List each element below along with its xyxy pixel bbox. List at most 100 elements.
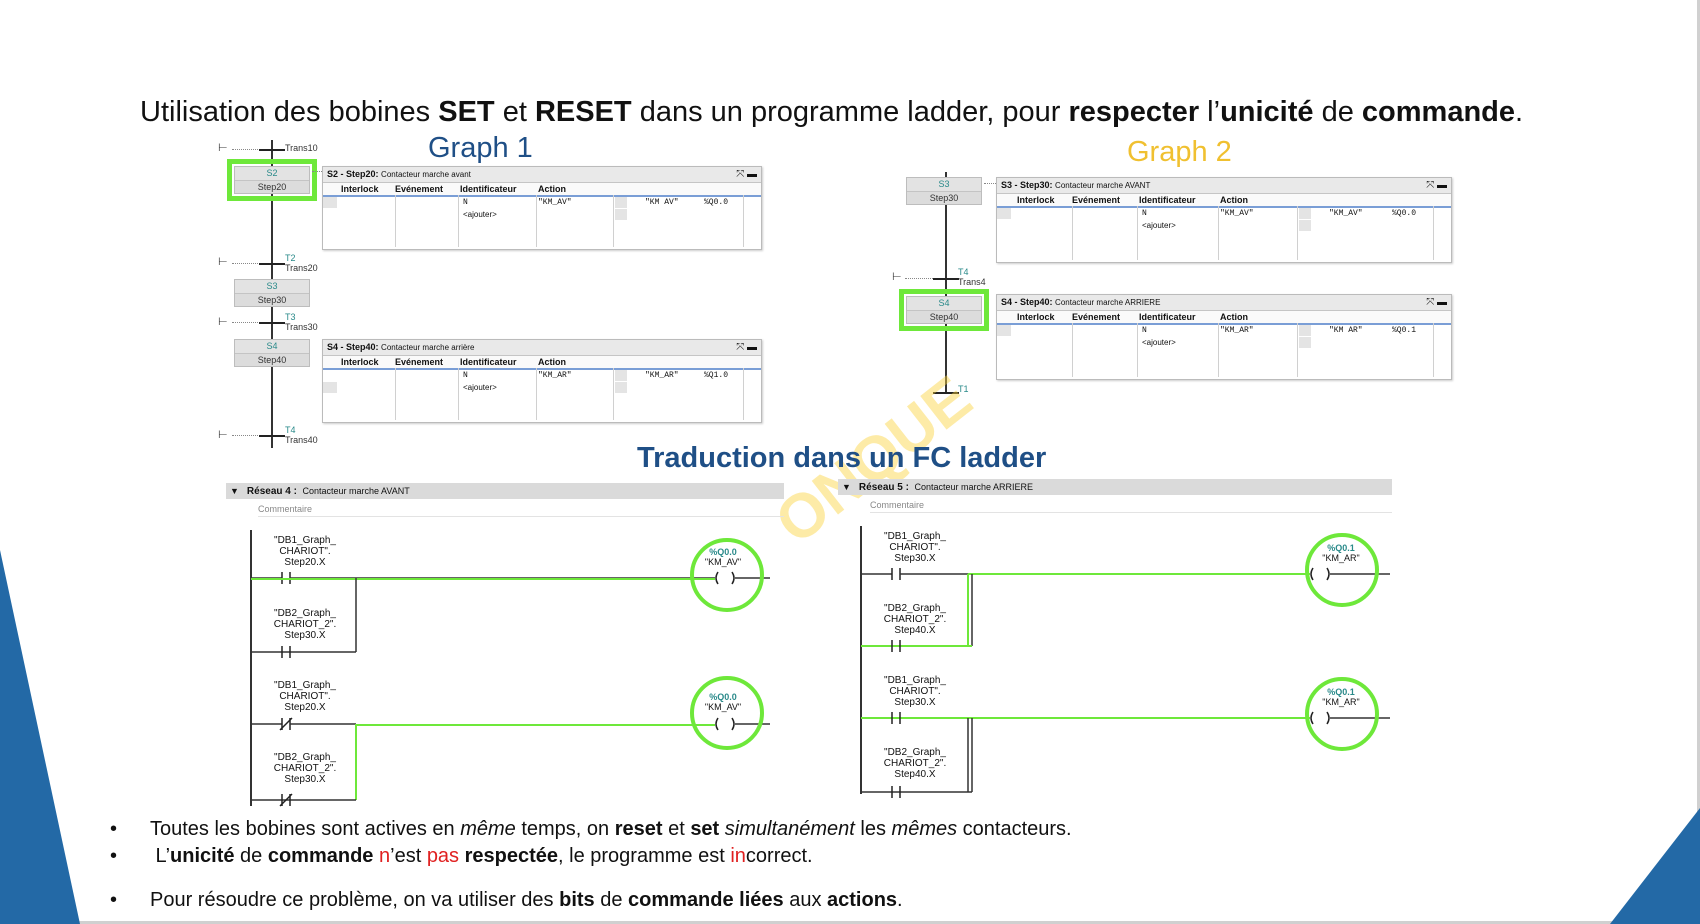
bullet-text: in <box>730 845 746 867</box>
step-name: Step40 <box>257 355 287 365</box>
jump-arrow-icon: ⊢ <box>218 316 228 328</box>
transition-label: T1 <box>958 384 969 394</box>
contact-label: "DB2_Graph_ CHARIOT_2". Step40.X <box>883 603 947 636</box>
action-var: "KM_AR" <box>538 371 572 380</box>
transition-id: T2 <box>285 253 296 263</box>
transition-name: Trans4 <box>958 277 986 287</box>
col-event: Evénement <box>1072 312 1121 322</box>
add-action[interactable]: <ajouter> <box>463 383 497 392</box>
heading-text: Utilisation des bobines <box>140 96 439 128</box>
panel-step: S4 - Step40: <box>327 342 379 352</box>
slide-heading: Utilisation des bobines SET et RESET dan… <box>140 96 1523 129</box>
step-s4[interactable]: S4 Step40 <box>899 289 989 331</box>
contact-label: "DB2_Graph_ CHARIOT_2". Step40.X <box>883 747 947 780</box>
bullet-text: aux <box>783 889 828 911</box>
transition-bar <box>933 278 959 280</box>
add-action[interactable]: <ajouter> <box>1142 221 1176 230</box>
step-s3[interactable]: S3 Step30 <box>234 279 310 307</box>
collapse-triangle-icon[interactable]: ▼ <box>230 486 239 496</box>
network-comment[interactable]: Commentaire <box>870 498 1392 513</box>
transition-bar <box>259 149 285 151</box>
action-row[interactable]: N"KM_AV""KM_AV"%Q0.0 <box>997 208 1451 220</box>
contact-label: "DB1_Graph_ CHARIOT". Step30.X <box>884 675 946 708</box>
panel-desc: Contacteur marche avant <box>381 170 471 179</box>
heading-set: SET <box>438 96 495 128</box>
panel-connector <box>312 171 322 172</box>
col-event: Evénement <box>1072 195 1121 205</box>
add-row[interactable]: <ajouter> <box>997 337 1451 349</box>
jump-arrow-icon: ⊢ <box>218 429 228 441</box>
heading-text: l’ <box>1199 96 1221 128</box>
highlight-circle <box>690 538 764 612</box>
contact-label: "DB1_Graph_ CHARIOT". Step20.X <box>274 680 336 713</box>
step-id: S3 <box>907 178 981 192</box>
add-action[interactable]: <ajouter> <box>463 210 497 219</box>
panel-window-controls[interactable]: ⤧ ▬ <box>736 169 757 180</box>
add-action[interactable]: <ajouter> <box>1142 338 1176 347</box>
bullet-text: pas <box>426 845 460 867</box>
transition-bar <box>933 392 959 394</box>
bullet-text: mêmes <box>891 818 958 840</box>
bullet-text: actions <box>827 889 898 911</box>
action-row[interactable]: N"KM_AR""KM AR"%Q0.1 <box>997 325 1451 337</box>
col-interlock: Interlock <box>1017 195 1055 205</box>
transition-name: Trans30 <box>285 322 318 332</box>
step-id: S4 <box>235 340 309 354</box>
network-title: Réseau 5 : <box>858 482 909 493</box>
panel-window-controls[interactable]: ⤧ ▬ <box>1426 180 1447 191</box>
step-id: S2 <box>235 167 309 181</box>
col-interlock: Interlock <box>1017 312 1055 322</box>
highlight-circle <box>1305 533 1379 607</box>
bullet-text: respectée <box>464 845 559 867</box>
add-row[interactable]: <ajouter> <box>323 209 761 221</box>
action-row[interactable]: N"KM_AR""KM_AR"%Q1.0 <box>323 370 761 382</box>
qualifier: N <box>463 371 468 380</box>
bullet-dot: • <box>110 818 118 840</box>
graph1-title: Graph 1 <box>428 132 533 164</box>
panel-header: S4 - Step40: Contacteur marche arrière ⤧ … <box>323 340 761 356</box>
add-row[interactable]: <ajouter> <box>323 382 761 394</box>
bullet-dot: • <box>110 889 118 911</box>
panel-step: S2 - Step20: <box>327 169 379 179</box>
panel-desc: Contacteur marche arrière <box>381 343 475 352</box>
collapse-triangle-icon[interactable]: ▼ <box>842 482 851 492</box>
action-symbol: "KM AV" <box>645 198 679 207</box>
jump-arrow-icon: ⊢ <box>218 256 228 268</box>
col-ident: Identificateur <box>1139 195 1196 205</box>
add-row[interactable]: <ajouter> <box>997 220 1451 232</box>
left-corner-decoration <box>0 550 80 924</box>
action-address: %Q0.0 <box>704 198 729 207</box>
network-header[interactable]: ▼Réseau 4 : Contacteur marche AVANT <box>226 483 784 499</box>
panel-header: S3 - Step30: Contacteur marche AVANT⤧ ▬ <box>997 178 1451 194</box>
bullet-text: bits <box>559 889 595 911</box>
panel-window-controls[interactable]: ⤧ ▬ <box>736 342 757 353</box>
panel-window-controls[interactable]: ⤧ ▬ <box>1426 297 1447 308</box>
bullet-text: L’ <box>150 845 171 867</box>
network-comment[interactable]: Commentaire <box>258 502 784 517</box>
jump-arrow-icon: ⊢ <box>892 271 902 283</box>
bullet-text: temps, on <box>515 818 615 840</box>
step-s2[interactable]: S2 Step20 <box>227 159 317 201</box>
col-ident: Identificateur <box>460 357 517 367</box>
col-action: Action <box>1220 195 1248 205</box>
bullet-text: , le programme est <box>558 845 731 867</box>
contact-label: "DB2_Graph_ CHARIOT_2". Step30.X <box>273 752 337 785</box>
network-header[interactable]: ▼Réseau 5 : Contacteur marche ARRIERE <box>838 479 1392 495</box>
step-s4[interactable]: S4 Step40 <box>234 339 310 367</box>
heading-unicite: unicité <box>1220 96 1314 128</box>
heading-respecter: respecter <box>1068 96 1200 128</box>
transition-bar <box>259 322 285 324</box>
action-row[interactable]: N"KM_AV""KM AV"%Q0.0 <box>323 197 761 209</box>
step-s3[interactable]: S3 Step30 <box>906 177 982 205</box>
contact-label: "DB1_Graph_ CHARIOT". Step30.X <box>884 531 946 564</box>
heading-reset: RESET <box>534 96 632 128</box>
col-event: Evénement <box>395 184 444 194</box>
step-name: Step20 <box>257 182 287 192</box>
action-panel-s3: S3 - Step30: Contacteur marche AVANT⤧ ▬ … <box>996 177 1452 263</box>
bullet-text: correct. <box>745 845 813 867</box>
transition-bar <box>259 263 285 265</box>
panel-step: S4 - Step40: <box>1001 297 1053 307</box>
bullet-text: les <box>854 818 892 840</box>
